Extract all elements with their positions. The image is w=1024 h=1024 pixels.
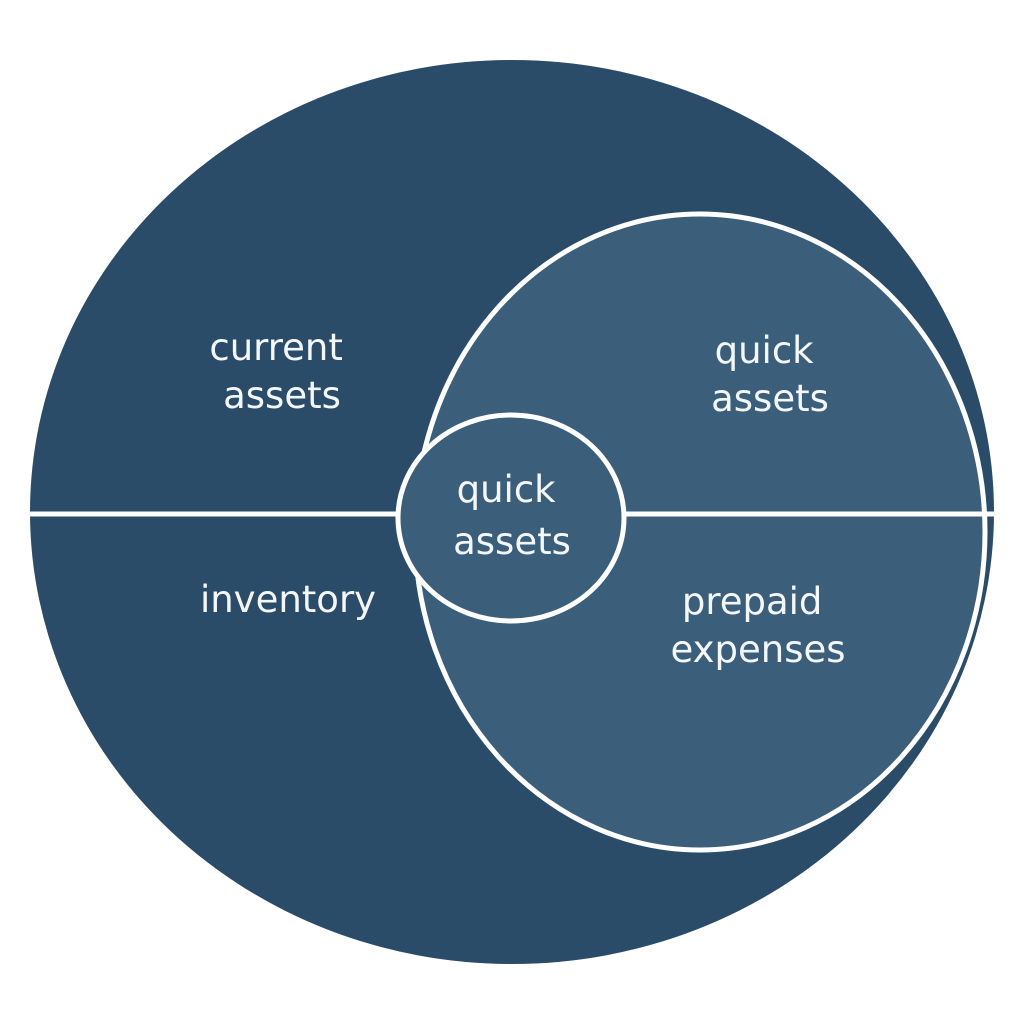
prepaid-expenses-label: prepaid expenses: [670, 580, 845, 671]
inventory-line1: inventory: [200, 578, 376, 621]
center-circle: [395, 412, 627, 624]
current-assets-label: current assets: [209, 326, 354, 417]
current-assets-line2: assets: [223, 374, 341, 417]
quick-assets-center-line1: quick: [457, 468, 557, 511]
prepaid-expenses-line1: prepaid: [682, 580, 823, 623]
current-assets-line1: current: [209, 326, 342, 369]
prepaid-expenses-line2: expenses: [670, 628, 845, 671]
quick-assets-upper-line2: assets: [711, 377, 829, 420]
quick-assets-center-label: quick assets: [453, 468, 571, 563]
quick-assets-center-line2: assets: [453, 520, 571, 563]
quick-assets-upper-label: quick assets: [711, 329, 829, 420]
inventory-label: inventory: [200, 578, 376, 621]
quick-assets-upper-line1: quick: [715, 329, 815, 372]
